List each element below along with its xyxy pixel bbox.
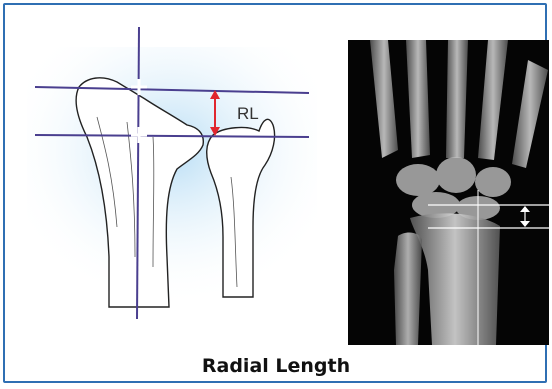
xray-ulna <box>394 233 422 345</box>
radius-drawing: RL <box>27 27 317 327</box>
figure-frame: RL <box>3 3 547 383</box>
wrist-xray <box>348 40 549 345</box>
figure-caption: Radial Length <box>0 355 552 377</box>
measurement-label: RL <box>237 104 259 123</box>
